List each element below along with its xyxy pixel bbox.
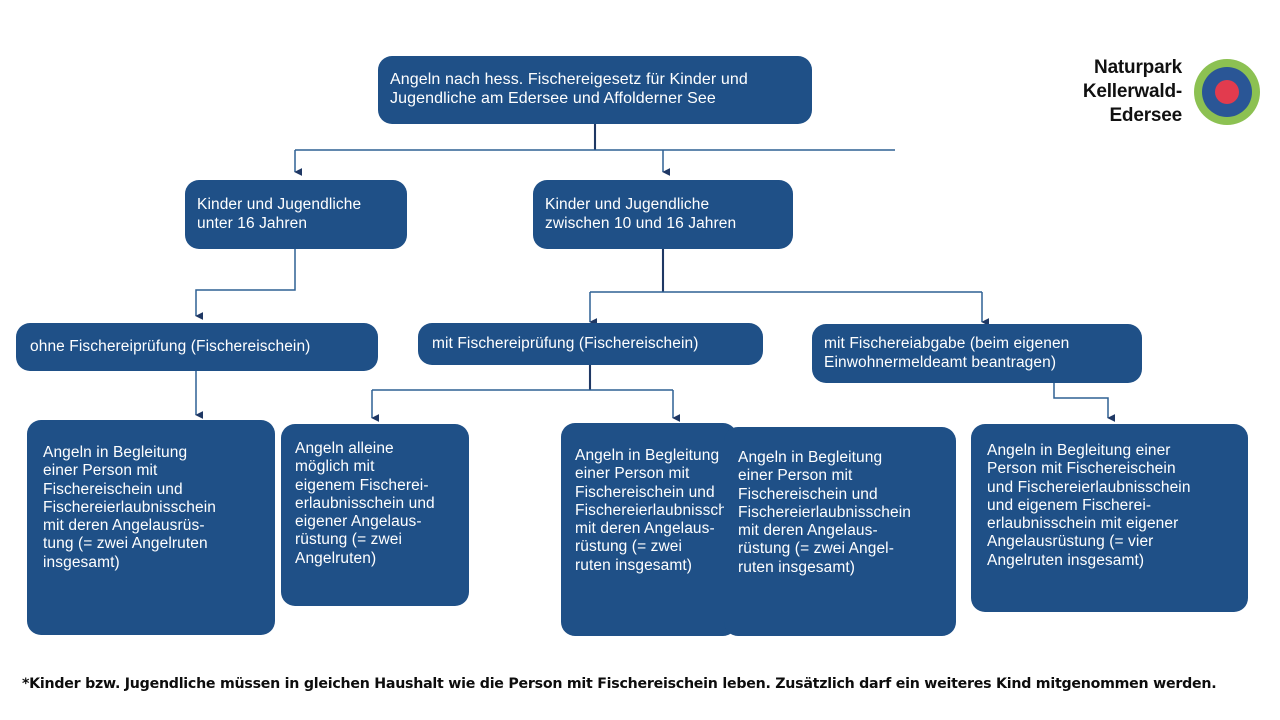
edge-mit-abgabe-to-outcome-5 [1053, 383, 1115, 422]
edge-mit-pruefung-split [371, 365, 680, 422]
node-outcome-3-label: Angeln in Begleitung einer Person mit Fi… [575, 447, 737, 574]
naturpark-roundel-logo-icon [1194, 59, 1260, 125]
logo-ring-core [1215, 80, 1239, 104]
node-outcome-1[interactable]: Angeln in Begleitung einer Person mit Fi… [27, 420, 275, 635]
node-age-10to16[interactable]: Kinder und Jugendliche zwischen 10 und 1… [533, 180, 793, 249]
footnote-text: *Kinder bzw. Jugendliche müssen in gleic… [22, 676, 1217, 692]
node-outcome-3[interactable]: Angeln in Begleitung einer Person mit Fi… [561, 423, 737, 636]
node-age-10to16-label: Kinder und Jugendliche zwischen 10 und 1… [545, 196, 737, 232]
node-outcome-5-label: Angeln in Begleitung einer Person mit Fi… [987, 442, 1191, 569]
node-outcome-2-label: Angeln alleine möglich mit eigenem Fisch… [295, 440, 435, 567]
node-root[interactable]: Angeln nach hess. Fischereigesetz für Ki… [378, 56, 812, 124]
node-mit-pruefung[interactable]: mit Fischereiprüfung (Fischereischein) [418, 323, 763, 365]
node-outcome-1-label: Angeln in Begleitung einer Person mit Fi… [43, 444, 216, 571]
node-ohne-pruefung-label: ohne Fischereiprüfung (Fischereischein) [30, 337, 311, 355]
edge-under16-to-ohne-pruefung [195, 249, 296, 320]
node-outcome-5[interactable]: Angeln in Begleitung einer Person mit Fi… [971, 424, 1248, 612]
node-root-label: Angeln nach hess. Fischereigesetz für Ki… [390, 71, 748, 107]
edge-10to16-split [589, 249, 989, 326]
node-mit-abgabe-label: mit Fischereiabgabe (beim eigenen Einwoh… [824, 335, 1070, 371]
node-mit-pruefung-label: mit Fischereiprüfung (Fischereischein) [432, 334, 699, 352]
node-outcome-4-label: Angeln in Begleitung einer Person mit Fi… [738, 449, 911, 576]
node-ohne-pruefung[interactable]: ohne Fischereiprüfung (Fischereischein) [16, 323, 378, 371]
edge-root-split [294, 124, 895, 176]
node-age-under16-label: Kinder und Jugendliche unter 16 Jahren [197, 196, 362, 232]
naturpark-logo: Naturpark Kellerwald-Edersee [1020, 54, 1260, 130]
logo-wordmark: Naturpark Kellerwald-Edersee [1082, 57, 1182, 126]
node-outcome-2[interactable]: Angeln alleine möglich mit eigenem Fisch… [281, 424, 469, 606]
node-outcome-4[interactable]: Angeln in Begleitung einer Person mit Fi… [724, 427, 956, 636]
node-age-under16[interactable]: Kinder und Jugendliche unter 16 Jahren [185, 180, 407, 249]
node-mit-abgabe[interactable]: mit Fischereiabgabe (beim eigenen Einwoh… [812, 324, 1142, 383]
